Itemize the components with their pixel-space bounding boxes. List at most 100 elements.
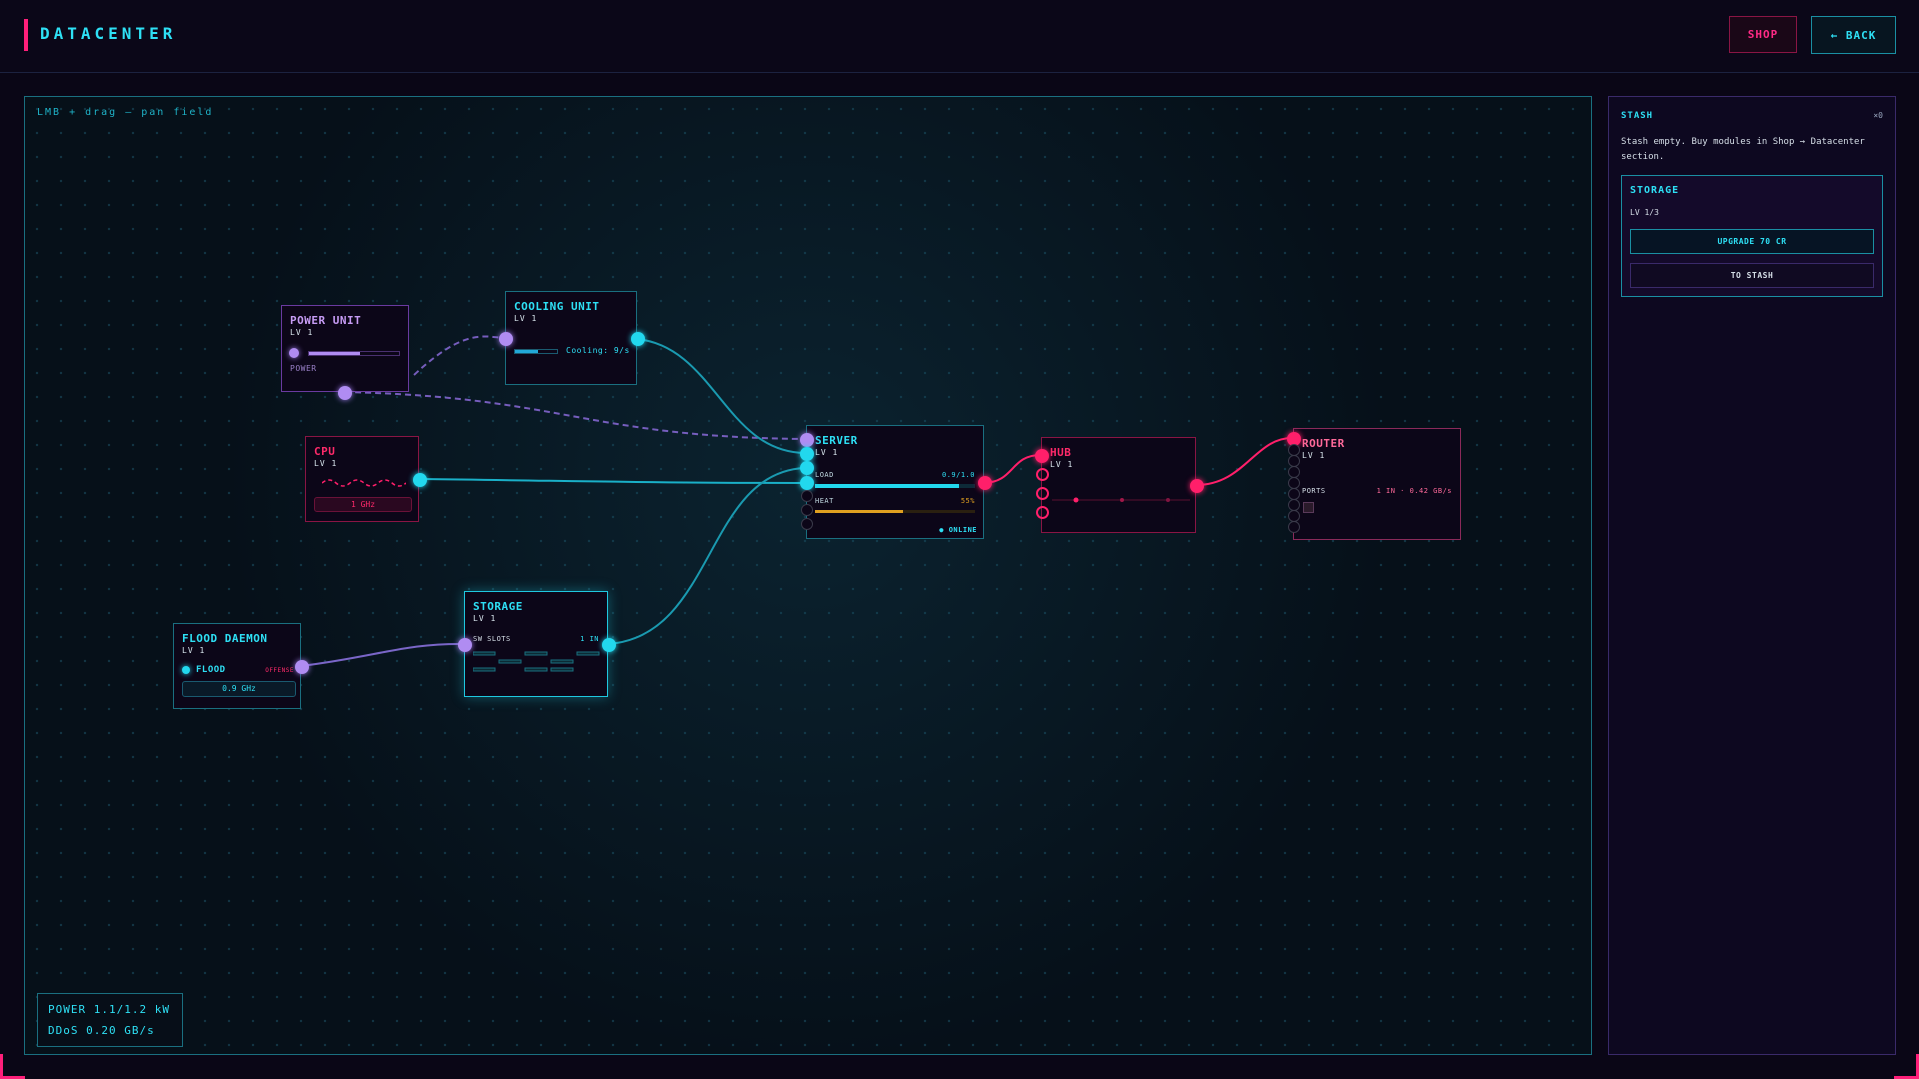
node-title: ROUTER (1302, 437, 1345, 450)
router-node[interactable]: ROUTER LV 1 PORTS 1 IN · 0.42 GB/s (1287, 428, 1461, 540)
wire-power-cooling (413, 335, 506, 376)
flood-daemon-node[interactable]: FLOOD DAEMON LV 1 FLOOD OFFENSE 0.9 GHz (173, 623, 309, 709)
server-output-port[interactable] (978, 476, 992, 490)
stash-count: ×0 (1873, 111, 1883, 120)
selected-module-card: STORAGE LV 1/3 UPGRADE 70 CR TO STASH (1621, 175, 1883, 297)
back-button[interactable]: ← BACK (1811, 16, 1896, 54)
node-level: LV 1 (1302, 451, 1326, 460)
node-level: LV 1 (473, 614, 497, 623)
cooling-bar-track (514, 349, 558, 354)
frame-corner-bottom-left (0, 1054, 25, 1079)
power-unit-node[interactable]: POWER UNIT LV 1 POWER (281, 305, 409, 400)
program-name: FLOOD (196, 665, 226, 675)
heat-bar-fill (815, 510, 903, 513)
to-stash-button[interactable]: TO STASH (1630, 263, 1874, 288)
node-level: LV 1 (290, 328, 314, 337)
server-input-port-7[interactable] (801, 518, 813, 530)
hub-signal-line (1052, 497, 1190, 503)
wire-hub-router (1195, 436, 1294, 486)
server-input-port-5[interactable] (801, 490, 813, 502)
storage-output-port[interactable] (602, 638, 616, 652)
ports-value: 1 IN · 0.42 GB/s (1376, 487, 1452, 495)
node-level: LV 1 (314, 459, 338, 468)
flood-output-port[interactable] (295, 660, 309, 674)
title-accent-bar (24, 19, 28, 51)
power-bar-fill (309, 352, 361, 355)
pan-hint: LMB + drag — pan field (37, 107, 214, 118)
load-value: 0.9/1.0 (941, 471, 975, 479)
cpu-frequency-badge: 1 GHz (314, 497, 412, 512)
stash-title: STASH (1621, 111, 1654, 121)
hub-output-port[interactable] (1190, 479, 1204, 493)
load-label: LOAD (815, 471, 834, 479)
node-title: STORAGE (473, 600, 523, 613)
server-input-port-4[interactable] (800, 476, 814, 490)
wire-flood-storage (300, 642, 466, 667)
shop-button[interactable]: SHOP (1729, 16, 1797, 53)
router-input-port-1[interactable] (1287, 432, 1301, 446)
heat-label: HEAT (815, 497, 834, 505)
power-output-port[interactable] (338, 386, 352, 400)
cooling-unit-node[interactable]: COOLING UNIT LV 1 Cooling: 9/s (499, 291, 645, 385)
cpu-node[interactable]: CPU LV 1 1 GHz (305, 436, 427, 522)
hub-input-port-3[interactable] (1036, 487, 1049, 500)
storage-node[interactable]: STORAGE LV 1 SW SLOTS 1 IN (458, 591, 616, 697)
power-bar-track (308, 351, 400, 356)
node-level: LV 1 (815, 448, 839, 457)
node-title: FLOOD DAEMON (182, 632, 268, 645)
node-level: LV 1 (182, 646, 206, 655)
module-title: STORAGE (1630, 185, 1680, 196)
hub-node[interactable]: HUB LV 1 (1035, 437, 1204, 533)
cpu-wave (322, 479, 406, 487)
heat-value: 55% (960, 497, 975, 505)
flood-frequency-badge: 0.9 GHz (182, 681, 296, 697)
hub-input-port-1[interactable] (1035, 449, 1049, 463)
wire-cpu-server (419, 478, 806, 484)
server-status: ● ONLINE (939, 526, 977, 534)
power-label: POWER (290, 364, 317, 373)
wire-layer (300, 335, 1294, 667)
node-level: LV 1 (1050, 460, 1074, 469)
router-input-port-9[interactable] (1288, 521, 1300, 533)
header: DATACENTER SHOP ← BACK (0, 0, 1919, 73)
node-level: LV 1 (514, 314, 538, 323)
ports-label: PORTS (1302, 487, 1326, 495)
server-input-port-1[interactable] (800, 433, 814, 447)
upgrade-button[interactable]: UPGRADE 70 CR (1630, 229, 1874, 254)
router-port-slot (1303, 502, 1314, 513)
ddos-readout: DDoS 0.20 GB/s (48, 1024, 155, 1037)
wire-storage-server (607, 467, 806, 645)
hub-input-port-4[interactable] (1036, 506, 1049, 519)
node-title: HUB (1050, 446, 1072, 459)
power-indicator-dot (289, 348, 299, 358)
stash-empty-message: Stash empty. Buy modules in Shop → Datac… (1621, 137, 1865, 162)
heat-bar-track (815, 510, 975, 513)
wire-power-server (344, 391, 806, 440)
flood-indicator-dot (182, 666, 190, 674)
node-title: CPU (314, 445, 336, 458)
module-level: LV 1/3 (1630, 208, 1659, 217)
wire-cooling-server (636, 338, 806, 454)
server-node[interactable]: SERVER LV 1 LOAD 0.9/1.0 HEAT 55% ● ONLI… (800, 425, 992, 539)
cooling-readout: Cooling: 9/s (566, 346, 630, 355)
frame-corner-bottom-right (1894, 1054, 1919, 1079)
load-bar-fill (815, 484, 959, 488)
storage-input-port[interactable] (458, 638, 472, 652)
cooling-input-port[interactable] (499, 332, 513, 346)
program-tag: OFFENSE (265, 667, 294, 674)
wire-server-hub (983, 454, 1042, 484)
server-input-port-2[interactable] (800, 447, 814, 461)
server-input-port-6[interactable] (801, 504, 813, 516)
cpu-output-port[interactable] (413, 473, 427, 487)
hub-input-port-2[interactable] (1036, 468, 1049, 481)
status-readout: POWER 1.1/1.2 kW DDoS 0.20 GB/s (37, 993, 183, 1047)
power-readout: POWER 1.1/1.2 kW (48, 1003, 170, 1016)
slots-label: SW SLOTS (473, 635, 511, 643)
stash-panel: STASH ×0 Stash empty. Buy modules in Sho… (1608, 96, 1896, 1055)
slots-value: 1 IN (580, 635, 599, 643)
server-input-port-3[interactable] (800, 461, 814, 475)
page-title: DATACENTER (40, 24, 177, 43)
cooling-bar-fill (515, 350, 539, 353)
cooling-output-port[interactable] (631, 332, 645, 346)
node-field[interactable]: LMB + drag — pan field POWER UNIT LV 1 P… (24, 96, 1592, 1055)
